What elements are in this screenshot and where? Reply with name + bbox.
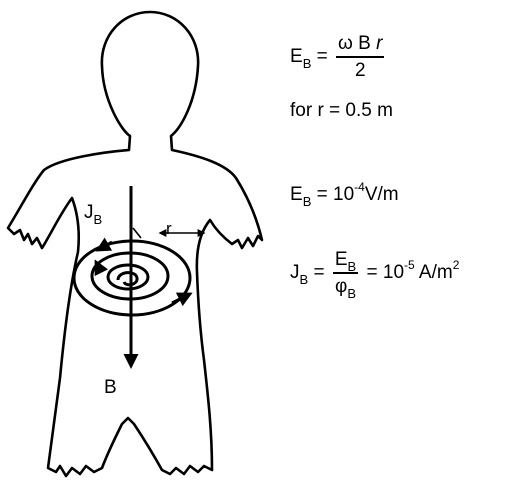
jb-unit: A/m xyxy=(419,262,453,283)
radius-label-text: r xyxy=(166,219,172,238)
eb2-lhs-sub: B xyxy=(303,194,312,209)
jb-exponent: -5 xyxy=(404,258,415,272)
phi-symbol: φ xyxy=(335,276,347,297)
eb-formula: EB = ω B r 2 xyxy=(290,34,387,80)
eb-lhs: E xyxy=(290,46,303,67)
radius-tick xyxy=(133,228,141,238)
eb-denominator: 2 xyxy=(336,58,384,80)
eb2-lhs: E xyxy=(290,184,303,205)
eb2-exponent: -4 xyxy=(354,180,365,194)
jb-unit-exponent: 2 xyxy=(453,258,460,272)
eb-numerator: ω B r xyxy=(336,34,384,58)
eb-fraction: ω B r 2 xyxy=(336,34,384,80)
field-label: B xyxy=(104,378,117,397)
current-label-sub: B xyxy=(94,212,103,227)
jb-numerator: EB xyxy=(333,250,358,274)
jb-equals-1: = xyxy=(313,262,324,283)
body-outline xyxy=(8,12,262,476)
omega-symbol: ω xyxy=(338,33,353,54)
jb-lhs: J xyxy=(290,262,300,283)
eb2-unit: V/m xyxy=(365,184,399,205)
jb-formula: JB = EB φB = 10-5 A/m2 xyxy=(290,250,459,296)
b-symbol: B xyxy=(358,33,371,54)
jb-fraction: EB φB xyxy=(333,250,358,296)
jb-denominator: φB xyxy=(333,274,358,296)
eb-value: EB = 10-4V/m xyxy=(290,185,399,204)
radius-condition: for r = 0.5 m xyxy=(290,101,393,120)
eb-equals: = xyxy=(317,46,328,67)
current-arrow-right xyxy=(172,294,190,303)
condition-text: for r = 0.5 m xyxy=(290,100,393,121)
eb2-base: 10 xyxy=(333,184,354,205)
jb-den-sub: B xyxy=(347,286,356,301)
eb2-equals: = xyxy=(317,184,328,205)
current-label-main: J xyxy=(84,202,94,223)
jb-lhs-sub: B xyxy=(300,272,309,287)
jb-base: 10 xyxy=(383,262,404,283)
field-label-text: B xyxy=(104,377,117,398)
current-density-label: JB xyxy=(84,203,102,222)
current-arrow-mid xyxy=(96,262,98,266)
eb-lhs-sub: B xyxy=(303,56,312,71)
jb-num-sub: B xyxy=(348,259,357,274)
jb-equals-2: = xyxy=(366,262,377,283)
radius-label: r xyxy=(166,220,172,237)
current-loop-core xyxy=(118,273,137,285)
jb-num-e: E xyxy=(335,249,348,270)
r-symbol: r xyxy=(376,33,382,54)
